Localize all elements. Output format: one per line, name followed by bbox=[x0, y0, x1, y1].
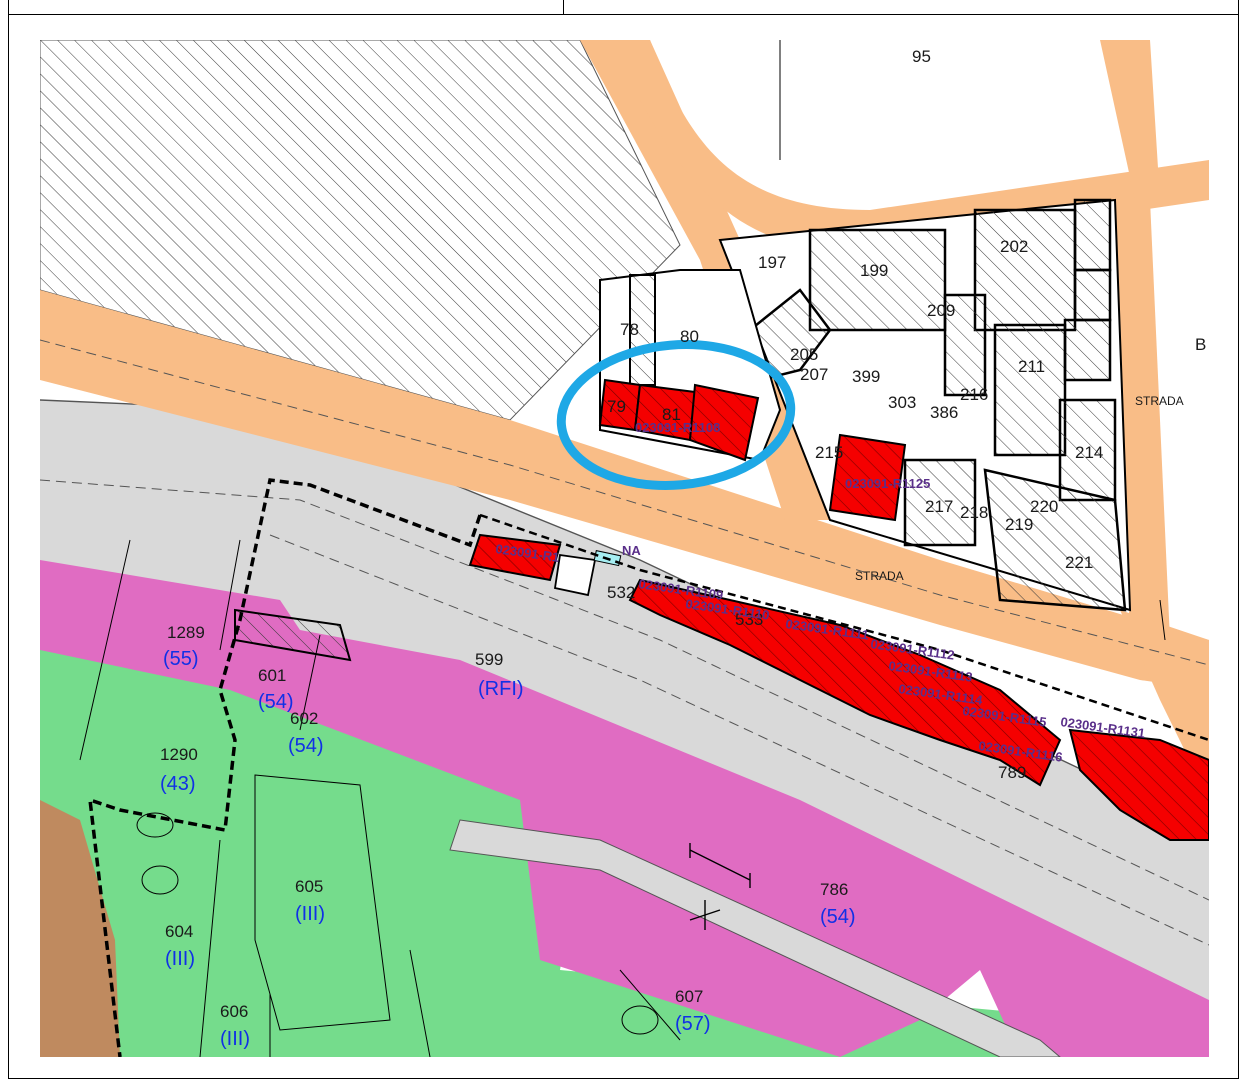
parcel-209-area bbox=[943, 293, 987, 397]
parcel-211-area bbox=[993, 323, 1067, 457]
tree-2 bbox=[141, 865, 179, 895]
parcel-label-599: 599 bbox=[475, 650, 503, 669]
code-fragment-na: NA bbox=[622, 543, 641, 558]
east-road bbox=[1115, 200, 1170, 640]
boundary-dashed bbox=[87, 478, 482, 1057]
parcel-label-217: 217 bbox=[925, 497, 953, 516]
red-parcel-r1108[interactable] bbox=[688, 383, 760, 462]
parcel-216-area bbox=[903, 458, 977, 547]
parcel-label-386: 386 bbox=[930, 403, 958, 422]
parcel-label-221: 221 bbox=[1065, 553, 1093, 572]
zone-label-604: (III) bbox=[165, 948, 195, 970]
parcel-214-area bbox=[1058, 398, 1117, 502]
street-label-main: STRADA bbox=[855, 569, 904, 583]
parcel-label-197: 197 bbox=[758, 253, 786, 272]
zone-label-786: (54) bbox=[820, 906, 856, 928]
parcel-206-area bbox=[1073, 268, 1112, 322]
parcel-601-building bbox=[234, 608, 352, 662]
parcel-label-81: 81 bbox=[662, 405, 681, 424]
north-road-curve bbox=[620, 40, 1209, 251]
parcel-label-209: 209 bbox=[927, 301, 955, 320]
north-east-road bbox=[1100, 40, 1160, 200]
zone-label-599: (RFI) bbox=[478, 678, 524, 700]
parcel-202-area bbox=[973, 208, 1077, 332]
parcel-label-1290: 1290 bbox=[160, 745, 198, 764]
main-road bbox=[40, 290, 1209, 690]
parcel-label-602: 602 bbox=[290, 709, 318, 728]
parcel-label-205: 205 bbox=[790, 345, 818, 364]
parcel-label-79: 79 bbox=[607, 397, 626, 416]
parcel-201-area bbox=[1073, 198, 1112, 272]
parcel-label-789: 789 bbox=[998, 763, 1026, 782]
parcel-221-area bbox=[983, 468, 1127, 612]
parcel-label-399: 399 bbox=[852, 367, 880, 386]
zone-label-1290: (43) bbox=[160, 773, 196, 795]
red-parcel-r1[interactable] bbox=[468, 533, 562, 582]
earth-strip bbox=[40, 800, 120, 1057]
street-label-east: STRADA bbox=[1135, 394, 1184, 408]
parcel-label-199: 199 bbox=[860, 261, 888, 280]
parcel-label-211: 211 bbox=[1018, 357, 1045, 376]
pylon-symbol-1 bbox=[689, 843, 751, 888]
parcel-label-786: 786 bbox=[820, 880, 848, 899]
parcel-label-78: 78 bbox=[620, 320, 639, 339]
zone-label-605: (III) bbox=[295, 903, 325, 925]
parcel-label-218: 218 bbox=[960, 503, 988, 522]
parcel-label-216: 216 bbox=[960, 385, 988, 404]
page-frame bbox=[8, 14, 1239, 1079]
parcel-label-214: 214 bbox=[1075, 443, 1103, 462]
edge-letter-b: B bbox=[1195, 335, 1206, 354]
parcel-label-601: 601 bbox=[258, 666, 286, 685]
tree-1 bbox=[136, 812, 174, 838]
parcel-label-95: 95 bbox=[912, 47, 931, 66]
red-strip-r1109-r1116[interactable] bbox=[628, 578, 1062, 787]
building-605 bbox=[254, 774, 391, 1031]
zone-label-602: (54) bbox=[288, 735, 324, 757]
zone-label-1289: (55) bbox=[163, 648, 199, 670]
parcel-label-219: 219 bbox=[1005, 515, 1033, 534]
parcel-label-1289: 1289 bbox=[167, 623, 205, 642]
parcel-label-303: 303 bbox=[888, 393, 916, 412]
pylon-symbol-2 bbox=[689, 900, 721, 930]
parcel-label-80: 80 bbox=[680, 327, 699, 346]
parcel-label-606: 606 bbox=[220, 1002, 248, 1021]
parcel-199-area bbox=[808, 228, 947, 332]
parcel-label-220: 220 bbox=[1030, 497, 1058, 516]
tree-3 bbox=[621, 1005, 659, 1035]
parcel-78-area bbox=[629, 274, 656, 386]
red-parcel-r1131[interactable] bbox=[1068, 728, 1209, 841]
zone-label-606: (III) bbox=[220, 1028, 250, 1050]
access-road bbox=[449, 819, 1061, 1057]
small-parcel-532 bbox=[553, 553, 597, 597]
parcel-label-202: 202 bbox=[1000, 237, 1028, 256]
parcel-label-532: 532 bbox=[607, 583, 635, 602]
zone-label-607: (57) bbox=[675, 1013, 711, 1035]
hatched-rail-property bbox=[40, 40, 681, 421]
parcel-label-604: 604 bbox=[165, 922, 193, 941]
road-edge-dash bbox=[40, 339, 1209, 666]
railway-dash-2 bbox=[269, 534, 1209, 946]
railway-band bbox=[40, 400, 1209, 1000]
highlight-ring[interactable] bbox=[555, 335, 796, 495]
parcel-label-607: 607 bbox=[675, 987, 703, 1006]
page-frame-header bbox=[8, 0, 1239, 15]
railway-dash-1 bbox=[40, 479, 1209, 901]
cadastral-map[interactable]: 95 197 199 202 78 80 79 81 205 207 399 3… bbox=[40, 40, 1209, 1057]
code-r1108[interactable]: 023091-R1108 bbox=[635, 420, 720, 435]
parcel-213-area bbox=[1063, 318, 1112, 382]
code-r1125[interactable]: 023091-R1125 bbox=[845, 476, 930, 491]
zone-label-601: (54) bbox=[258, 691, 294, 713]
parcel-label-533: 533 bbox=[735, 610, 763, 629]
boundary-dashed-east bbox=[479, 513, 1209, 742]
red-parcel-r1125[interactable] bbox=[828, 433, 907, 522]
parcel-label-215: 215 bbox=[815, 443, 843, 462]
parcel-label-207: 207 bbox=[800, 365, 828, 384]
page-frame-divider bbox=[563, 0, 564, 14]
parcel-label-605: 605 bbox=[295, 877, 323, 896]
